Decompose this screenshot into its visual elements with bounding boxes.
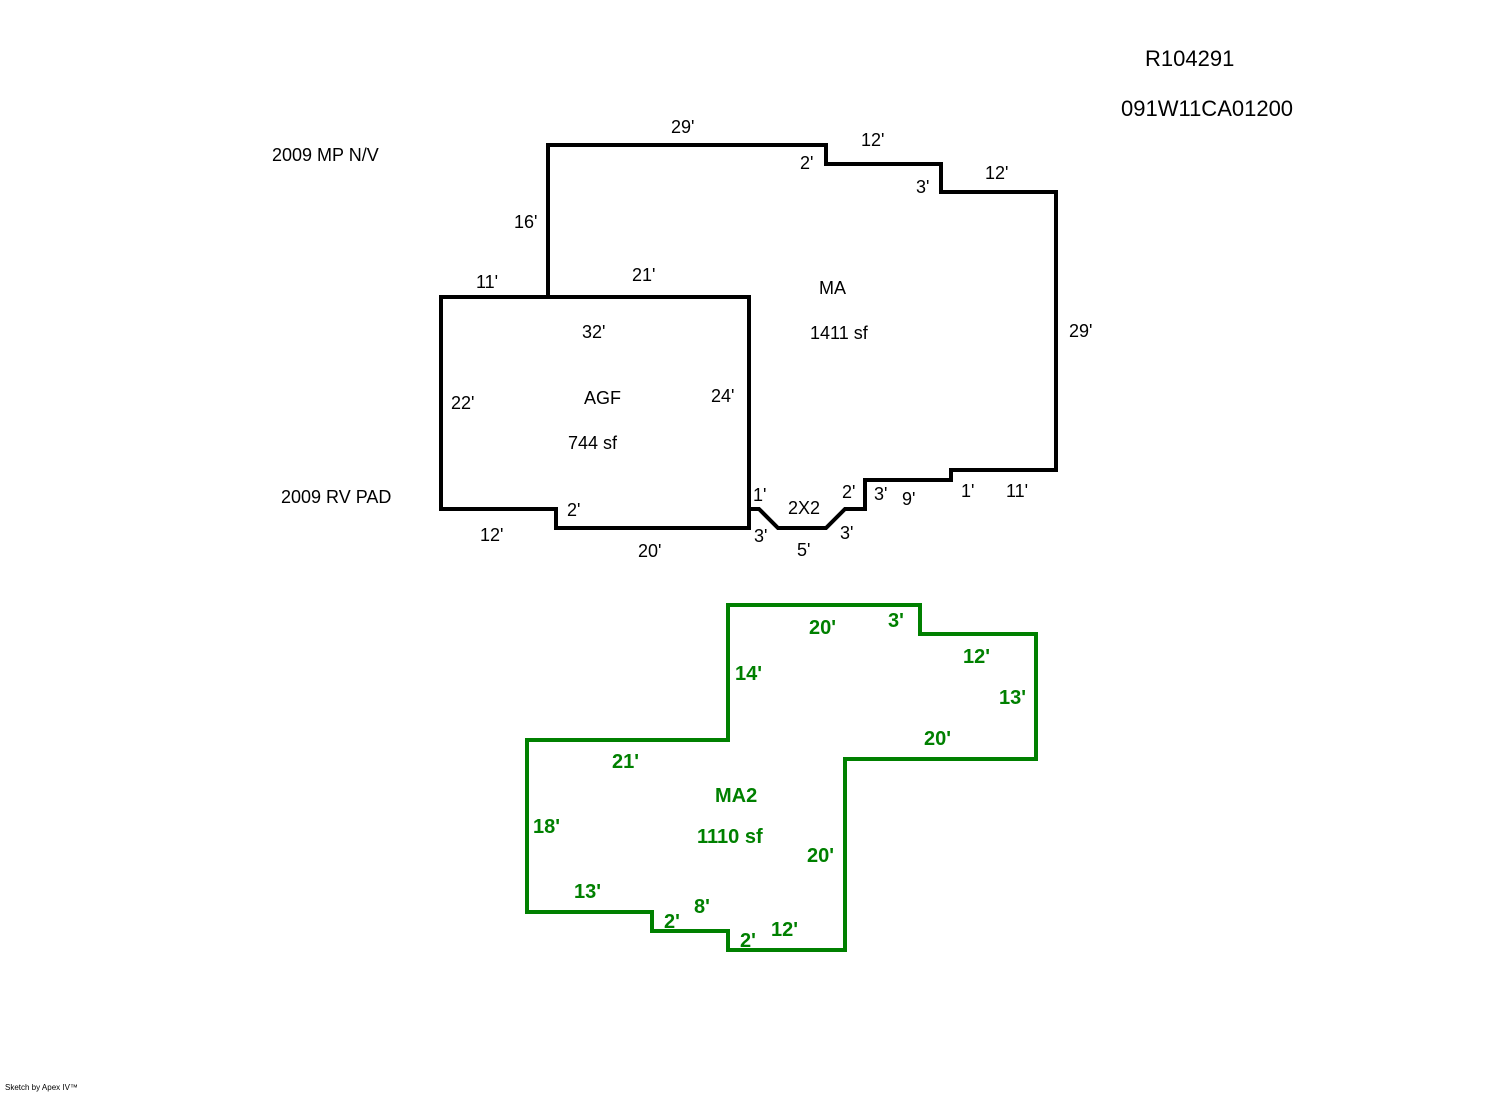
dim-ma-step2-h: 12'	[985, 163, 1008, 183]
dim-ma2-bot-8: 8'	[694, 896, 710, 918]
dim-stoop-3a: 3'	[754, 526, 767, 546]
ma2-area: 1110 sf	[697, 826, 763, 848]
dim-ma2-left-18: 18'	[533, 816, 560, 838]
stoop-label: 2X2	[788, 498, 820, 518]
account-id: R104291	[1145, 46, 1234, 71]
dim-stoop-5: 5'	[797, 540, 810, 560]
dim-ma2-top-3: 3'	[888, 610, 904, 632]
ma-area: 1411 sf	[810, 323, 869, 343]
dim-stoop-2: 2'	[842, 482, 855, 502]
dim-ma-step1-v: 2'	[800, 153, 813, 173]
dim-ma-left: 16'	[514, 212, 537, 232]
agf-label: AGF	[584, 388, 621, 408]
dim-agf-bot-12: 12'	[480, 525, 503, 545]
dim-ma2-right-13: 13'	[999, 687, 1026, 709]
dim-ma2-inner-20: 20'	[807, 845, 834, 867]
dim-ma-bot-9: 9'	[902, 489, 915, 509]
dim-agf-right: 24'	[711, 386, 734, 406]
dim-ma2-left-14: 14'	[735, 663, 762, 685]
dim-ma-bot-3: 3'	[874, 484, 887, 504]
dim-stoop-1: 1'	[753, 485, 766, 505]
agf-outline	[439, 295, 751, 530]
dim-ma-step2-v: 3'	[916, 177, 929, 197]
dim-ma2-bot-2a: 2'	[664, 911, 680, 933]
dim-ma2-mid-21: 21'	[612, 751, 639, 773]
dim-ma2-top-20: 20'	[809, 617, 836, 639]
mp-note: 2009 MP N/V	[272, 145, 379, 165]
dim-agf-top-right: 21'	[632, 265, 655, 285]
rv-note: 2009 RV PAD	[281, 487, 391, 507]
dim-ma-step1-h: 12'	[861, 130, 884, 150]
dim-agf-step-v: 2'	[567, 500, 580, 520]
ma-label: MA	[819, 278, 846, 298]
dim-ma-bot-1: 1'	[961, 481, 974, 501]
ma-outline	[546, 143, 1058, 530]
dim-ma2-mid-20: 20'	[924, 728, 951, 750]
dim-ma2-bot-12: 12'	[771, 919, 798, 941]
dim-ma-top: 29'	[671, 117, 694, 137]
dim-ma2-right-12: 12'	[963, 646, 990, 668]
agf-area: 744 sf	[568, 433, 618, 453]
sketch-credit: Sketch by Apex IV™	[5, 1083, 78, 1092]
dim-agf-bot-20: 20'	[638, 541, 661, 561]
dim-ma-bot-11: 11'	[1006, 481, 1028, 501]
dim-agf-top-left: 11'	[476, 272, 498, 292]
dim-agf-left: 22'	[451, 393, 474, 413]
dim-ma2-bot-13: 13'	[574, 881, 601, 903]
dim-agf-top: 32'	[582, 322, 605, 342]
map-tax-lot: 091W11CA01200	[1121, 96, 1293, 121]
dim-ma-right: 29'	[1069, 321, 1092, 341]
ma2-outline	[525, 603, 1038, 952]
dim-ma2-bot-2b: 2'	[740, 930, 756, 952]
ma2-label: MA2	[715, 785, 757, 807]
dim-stoop-3b: 3'	[840, 523, 853, 543]
